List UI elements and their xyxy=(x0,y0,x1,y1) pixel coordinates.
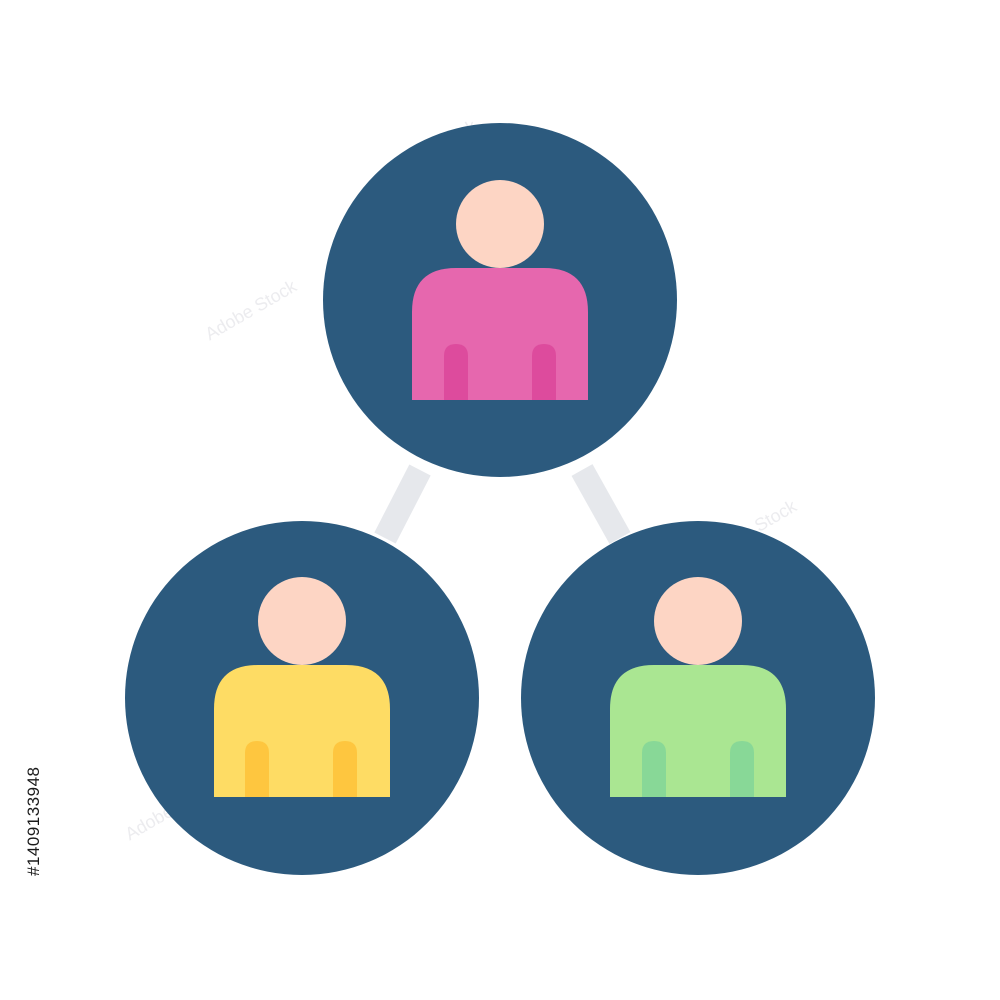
connector-left xyxy=(374,464,431,544)
stock-id-label: #1409133948 xyxy=(24,766,43,876)
person-bottom-left xyxy=(125,521,479,875)
arm-accent-right xyxy=(730,741,754,797)
body-icon xyxy=(214,665,390,797)
body-icon xyxy=(610,665,786,797)
arm-accent-right xyxy=(333,741,357,797)
head-icon xyxy=(654,577,742,665)
arm-accent-right xyxy=(532,344,556,400)
person-bottom-right xyxy=(521,521,875,875)
arm-accent-left xyxy=(642,741,666,797)
arm-accent-left xyxy=(444,344,468,400)
arm-accent-left xyxy=(245,741,269,797)
body-icon xyxy=(412,268,588,400)
connector-right xyxy=(571,464,631,544)
person-top xyxy=(323,123,677,477)
head-icon xyxy=(258,577,346,665)
head-icon xyxy=(456,180,544,268)
